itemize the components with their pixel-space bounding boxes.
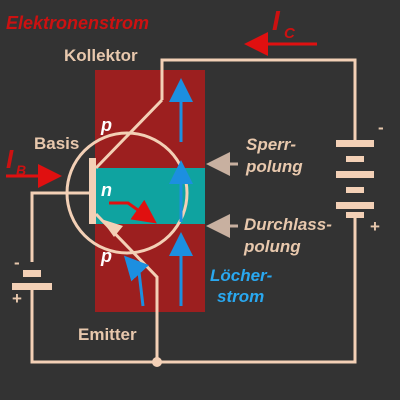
right-battery-plus-label: + bbox=[370, 217, 380, 236]
emitter-lead bbox=[94, 212, 159, 312]
ib-subscript: B bbox=[16, 162, 26, 178]
battery-plate bbox=[12, 283, 52, 290]
base-wire-left bbox=[30, 191, 66, 262]
battery-plate bbox=[336, 202, 374, 209]
battery-plate bbox=[346, 187, 364, 193]
junction-dot bbox=[152, 357, 162, 367]
right-battery-minus-label: - bbox=[378, 118, 384, 137]
basis-label: Basis bbox=[34, 134, 79, 153]
ib-label: I bbox=[6, 144, 14, 174]
emitter-arrowhead bbox=[101, 219, 123, 237]
collector-lead bbox=[94, 98, 164, 170]
hole-arrow-emitter bbox=[123, 255, 150, 307]
durch-label-2: polung bbox=[243, 237, 301, 256]
loecher-label-2: strom bbox=[217, 287, 264, 306]
label-pointers bbox=[206, 152, 238, 238]
hole-current-arrows bbox=[123, 78, 193, 307]
p-top-label: p bbox=[100, 115, 112, 135]
left-battery bbox=[12, 270, 52, 290]
left-battery-minus-label: - bbox=[14, 253, 20, 272]
battery-plate bbox=[346, 212, 364, 218]
battery-plate bbox=[336, 140, 374, 147]
n-label: n bbox=[101, 180, 112, 200]
left-battery-plus-label: + bbox=[12, 289, 22, 308]
ic-label: I bbox=[272, 5, 281, 36]
diagram-title: Elektronenstrom bbox=[6, 13, 149, 33]
sperr-label-1: Sperr- bbox=[246, 135, 296, 154]
collector-wire bbox=[160, 58, 357, 140]
base-bar bbox=[89, 158, 96, 224]
loecher-label-1: Löcher- bbox=[210, 266, 273, 285]
electron-current-arrows bbox=[6, 32, 317, 224]
battery-plate bbox=[336, 171, 374, 178]
ic-subscript: C bbox=[284, 25, 296, 42]
battery-plate bbox=[346, 156, 364, 162]
emitter-label: Emitter bbox=[78, 325, 137, 344]
transistor-symbol bbox=[65, 70, 189, 312]
battery-plate bbox=[23, 270, 41, 277]
kollektor-label: Kollektor bbox=[64, 46, 138, 65]
electron-arrow-base bbox=[109, 199, 157, 224]
right-battery bbox=[336, 140, 374, 218]
circuit-wires bbox=[30, 58, 357, 364]
bottom-wire bbox=[30, 218, 357, 364]
p-bottom-label: p bbox=[100, 246, 112, 266]
sperr-label-2: polung bbox=[245, 157, 303, 176]
durch-label-1: Durchlass- bbox=[244, 215, 332, 234]
